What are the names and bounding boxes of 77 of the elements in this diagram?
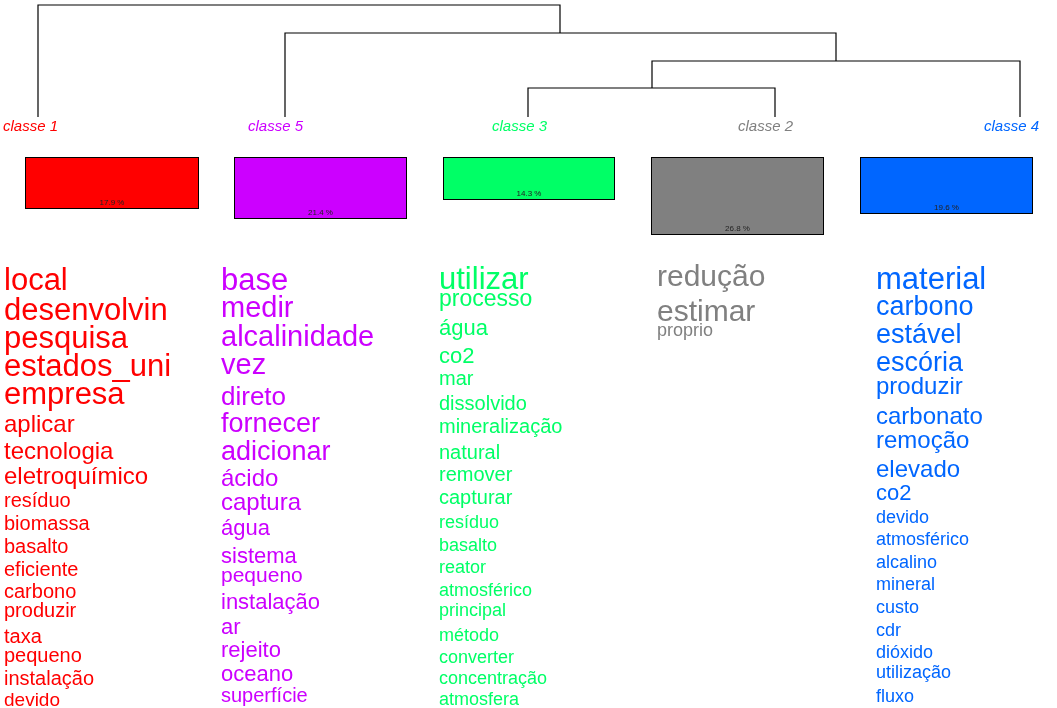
class-term: pequeno [4,645,82,665]
class-term: atmosférico [439,581,533,600]
class-term: estável [876,321,962,349]
class-label: classe 3 [492,117,548,134]
class-term: água [439,316,488,339]
class-term: ácido [221,465,279,490]
class-label: classe 1 [3,117,59,134]
class-term: resíduo [4,490,71,510]
class-term: mineralização [439,416,563,436]
percentage-label: 26.8 % [724,224,751,233]
class-term: converter [439,648,515,667]
class-term: local [4,263,68,295]
class-term: atmosférico [876,530,970,549]
class-term: utilizar [439,262,529,294]
class-term: fluxo [876,687,915,706]
class-term: carbonato [876,403,983,428]
class-term: devido [4,689,60,708]
class-term: biomassa [4,513,90,533]
class-term: taxa [4,626,42,646]
class-term: fornecer [221,410,321,438]
class-term: principal [439,601,507,620]
class-term: produzir [4,600,77,620]
percentage-label: 19.6 % [933,203,960,212]
class-term: base [221,263,289,295]
class-term: instalação [4,668,95,688]
class-term: alcalino [876,553,938,572]
class-term: pequeno [221,564,303,586]
class-term: remoção [876,427,970,452]
class-term: oceano [221,662,294,685]
class-term: captura [221,489,302,514]
class-term: devido [876,508,930,527]
class-term: resíduo [439,513,500,532]
class-term: aplicar [4,411,75,436]
class-term: medir [221,293,294,323]
class-term: natural [439,442,501,462]
class-term: custo [876,598,920,617]
class-term: cdr [876,621,901,640]
class-term: instalação [221,590,321,613]
class-term: co2 [876,481,912,504]
class-term: capturar [439,487,513,507]
class-term: método [439,626,500,645]
class-term: co2 [439,344,475,367]
class-term: mineral [876,575,936,594]
class-term: superfície [221,685,308,705]
class-term: mar [439,368,474,388]
class-term: elevado [876,456,961,481]
class-term: carbono [4,581,77,601]
class-term: utilização [876,663,952,682]
class-term: alcalinidade [221,322,375,352]
class-term: concentração [439,669,548,688]
class-label: classe 2 [738,117,794,134]
class-term: dissolvido [439,393,527,413]
class-term: eficiente [4,559,79,579]
class-term: basalto [439,536,498,555]
class-term: basalto [4,536,69,556]
class-term: ar [221,615,241,638]
class-term: eletroquímico [4,463,149,488]
percentage-label: 17.9 % [98,198,126,207]
class-label: classe 4 [984,117,1040,134]
class-term: remover [439,464,513,484]
percentage-label: 21.4 % [307,208,334,217]
class-term: carbono [876,293,974,321]
class-term: redução [657,260,766,291]
class-term: direto [221,382,287,409]
percentage-label: 14.3 % [515,189,543,198]
class-term: água [221,516,270,539]
class-term: reator [439,558,487,577]
class-term: tecnologia [4,438,114,463]
class-term: material [876,262,987,294]
class-term: proprio [657,321,714,340]
class-term: atmosfera [439,690,520,708]
class-term: vez [221,350,267,380]
class-term: dióxido [876,643,934,662]
class-term: rejeito [221,638,281,661]
class-term: adicionar [221,438,331,466]
class-label: classe 5 [248,117,304,134]
class-term: sistema [221,544,297,567]
